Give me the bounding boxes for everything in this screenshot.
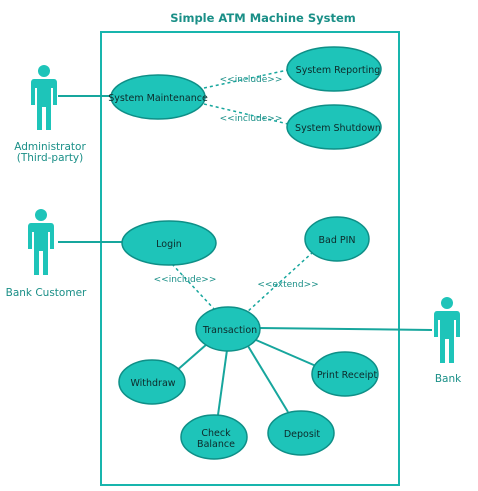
use-case-withdraw-label: Withdraw (130, 378, 175, 389)
use-case-system-maintenance[interactable] (110, 74, 206, 120)
use-case-system-shutdown[interactable] (286, 104, 382, 150)
use-case-system-shutdown-label: System Shutdown (295, 123, 381, 134)
assoc-transaction-deposit (247, 345, 289, 413)
use-case-deposit[interactable] (267, 410, 335, 456)
use-case-login-label: Login (156, 239, 182, 250)
actor-bank-customer-label: Bank Customer (6, 287, 87, 299)
system-boundary (100, 31, 400, 486)
actor-administrator-label: Administrator (14, 141, 86, 153)
extend-bad-pin-label: <<extend>> (257, 280, 318, 290)
assoc-transaction-withdraw (174, 343, 208, 373)
include-reporting-line (203, 69, 289, 89)
include-login-line (171, 263, 216, 311)
use-case-login[interactable] (121, 220, 217, 266)
use-case-print-receipt[interactable] (311, 351, 379, 397)
actor-bank-icon[interactable] (434, 297, 460, 363)
actor-bank-customer-icon[interactable] (28, 209, 54, 275)
use-case-transaction[interactable] (195, 306, 261, 352)
use-case-check-balance-label-line1: Check (201, 428, 231, 439)
actor-administrator-icon[interactable] (31, 65, 57, 130)
use-case-check-balance-label-line2: Balance (197, 439, 235, 450)
include-login-label: <<include>> (154, 275, 217, 285)
actor-administrator-sublabel: (Third-party) (17, 152, 84, 164)
use-case-transaction-label: Transaction (202, 325, 257, 336)
diagram-title: Simple ATM Machine System (170, 11, 356, 25)
use-case-check-balance[interactable] (180, 414, 248, 460)
use-case-deposit-label: Deposit (284, 429, 321, 440)
use-case-bad-pin-label: Bad PIN (318, 235, 355, 246)
associations (58, 95, 433, 416)
use-case-withdraw[interactable] (118, 359, 186, 405)
assoc-transaction-check-balance (217, 349, 228, 416)
include-shutdown-label: <<include>> (220, 114, 283, 124)
use-case-system-reporting-label: System Reporting (296, 65, 381, 76)
use-case-system-reporting[interactable] (286, 46, 382, 92)
use-case-system-maintenance-label: System Maintenance (108, 93, 208, 104)
assoc-transaction-print-receipt (255, 339, 317, 367)
include-shutdown-line (203, 103, 289, 125)
include-reporting-label: <<include>> (220, 75, 283, 85)
assoc-transaction-bank (257, 327, 433, 331)
dependencies (171, 69, 314, 314)
actor-bank-label: Bank (435, 373, 462, 385)
use-case-print-receipt-label: Print Receipt (317, 370, 378, 381)
use-case-bad-pin[interactable] (304, 216, 370, 262)
